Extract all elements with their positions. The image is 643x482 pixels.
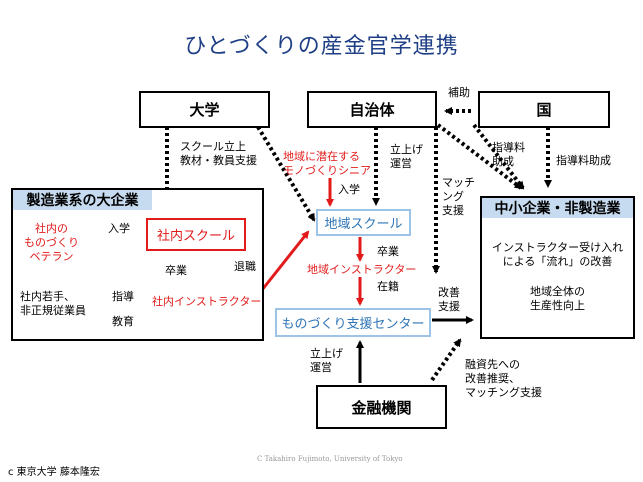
- launch-ops-label-2: 立上げ 運営: [310, 347, 343, 374]
- education-label: 教育: [112, 315, 134, 328]
- launch-ops-label-1: 立上げ 運営: [390, 143, 423, 170]
- guidance-label: 指導: [112, 290, 134, 303]
- support-center-node: ものづくり支援センター: [275, 308, 431, 337]
- sme-text-flow: インストラクター受け入れ による「流れ」の改善: [491, 241, 624, 268]
- inhouse-school-node: 社内スクール: [146, 218, 246, 251]
- instructor-fee-label: 指導料 助成: [492, 141, 525, 168]
- loan-support-label: 融資先への 改善推奨、 マッチング支援: [465, 358, 542, 399]
- inhouse-instructor-label: 社内インストラクター: [152, 295, 262, 308]
- finance-to-sme-arrow: [430, 338, 462, 382]
- page-title: ひとづくりの産金官学連携: [184, 34, 459, 59]
- municipality-node: 自治体: [307, 91, 437, 128]
- retire-label: 退職: [234, 260, 256, 273]
- latent-senior-label: 地域に潜在する モノづくりシニア: [283, 150, 371, 177]
- matching-support-label: マッチ ング 支援: [442, 176, 475, 217]
- graduate-label-1: 卒業: [165, 264, 187, 277]
- subsidy-label: 補助: [448, 86, 470, 99]
- copyright: C Takahiro Fujimoto, University of Tokyo: [257, 455, 403, 463]
- large-firm-group: [11, 188, 264, 341]
- instructor-fee-grant-label: 指導料助成: [556, 154, 611, 167]
- enter-label-2: 入学: [338, 183, 360, 196]
- sme-text-productivity: 地域全体の 生産性向上: [530, 285, 585, 312]
- enter-label-1: 入学: [108, 222, 130, 235]
- enrolled-label: 在籍: [377, 280, 399, 293]
- improve-support-label: 改善 支援: [438, 286, 460, 313]
- school-support-label: スクール立上 教材・教員支援: [180, 140, 257, 167]
- muni-to-sme-arrow: [436, 123, 523, 190]
- veteran-label: 社内の ものづくり ベテラン: [24, 222, 79, 263]
- large-firm-header: 製造業系の大企業: [13, 190, 152, 210]
- university-node: 大学: [139, 91, 270, 128]
- regional-instructor-label: 地域インストラクター: [307, 263, 417, 276]
- instructor-to-regional-arrow: [260, 230, 310, 291]
- footer-credit: c 東京大学 藤本隆宏: [8, 467, 100, 478]
- country-to-sme-arrow1: [472, 123, 525, 190]
- country-node: 国: [478, 91, 610, 128]
- sme-group: [480, 196, 635, 339]
- sme-header: 中小企業・非製造業: [482, 198, 633, 218]
- finance-node: 金融機関: [316, 385, 447, 429]
- young-workers-label: 社内若手、 非正規従業員: [20, 290, 86, 317]
- graduate-label-2: 卒業: [377, 245, 399, 258]
- regional-school-node: 地域スクール: [316, 209, 411, 236]
- univ-to-regional-arrow: [256, 125, 316, 222]
